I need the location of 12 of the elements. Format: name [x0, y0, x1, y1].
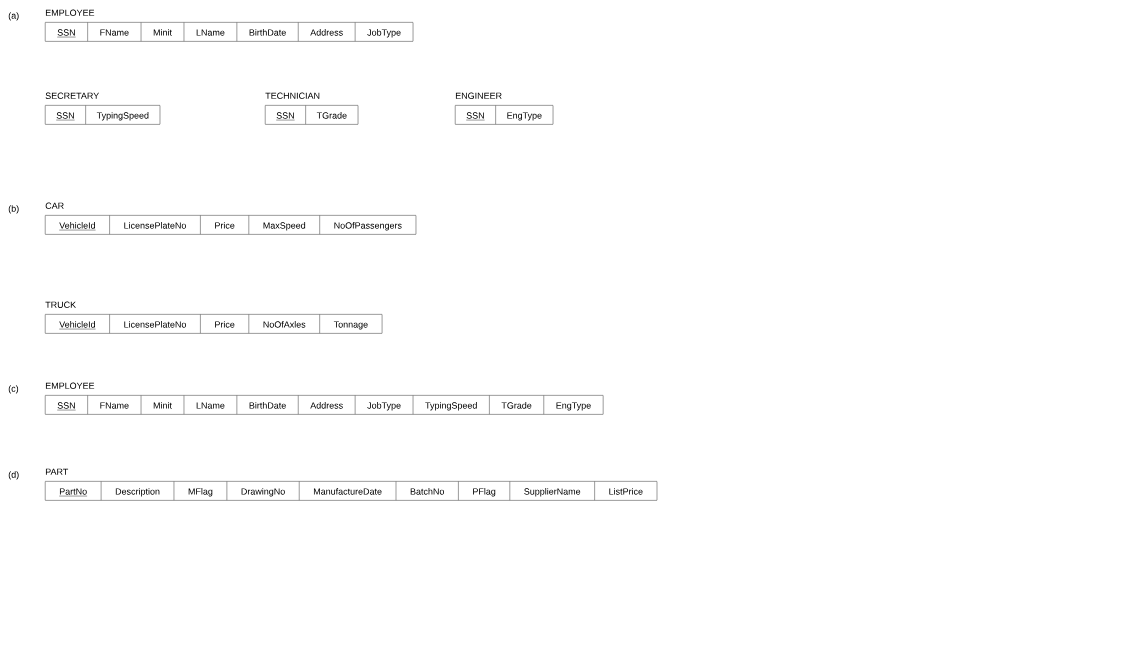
panel-label: (c) [8, 385, 19, 394]
relation-table: ENGINEER SSN EngType [455, 92, 554, 125]
relation-table: TECHNICIAN SSN TGrade [265, 92, 359, 125]
relation-table: EMPLOYEE SSN FName Minit LName BirthDate Address JobType [45, 9, 414, 42]
relation-table: PART PartNo Description MFlag DrawingNo ManufactureDate BatchNo PFlag SupplierName ListPrice [45, 468, 658, 501]
relation-table: TRUCK VehicleId LicensePlateNo Price NoOfAxles Tonnage [45, 301, 383, 334]
relation-table: CAR VehicleId LicensePlateNo Price MaxSpeed NoOfPassengers [45, 202, 417, 235]
panel-label: (d) [8, 471, 19, 480]
relation-table: SECRETARY SSN TypingSpeed [45, 92, 161, 125]
panel-label: (b) [8, 205, 19, 214]
relation-table: EMPLOYEE SSN FName Minit LName BirthDate Address JobType TypingSpeed TGrade EngType [45, 382, 604, 415]
panel-label: (a) [8, 12, 19, 21]
